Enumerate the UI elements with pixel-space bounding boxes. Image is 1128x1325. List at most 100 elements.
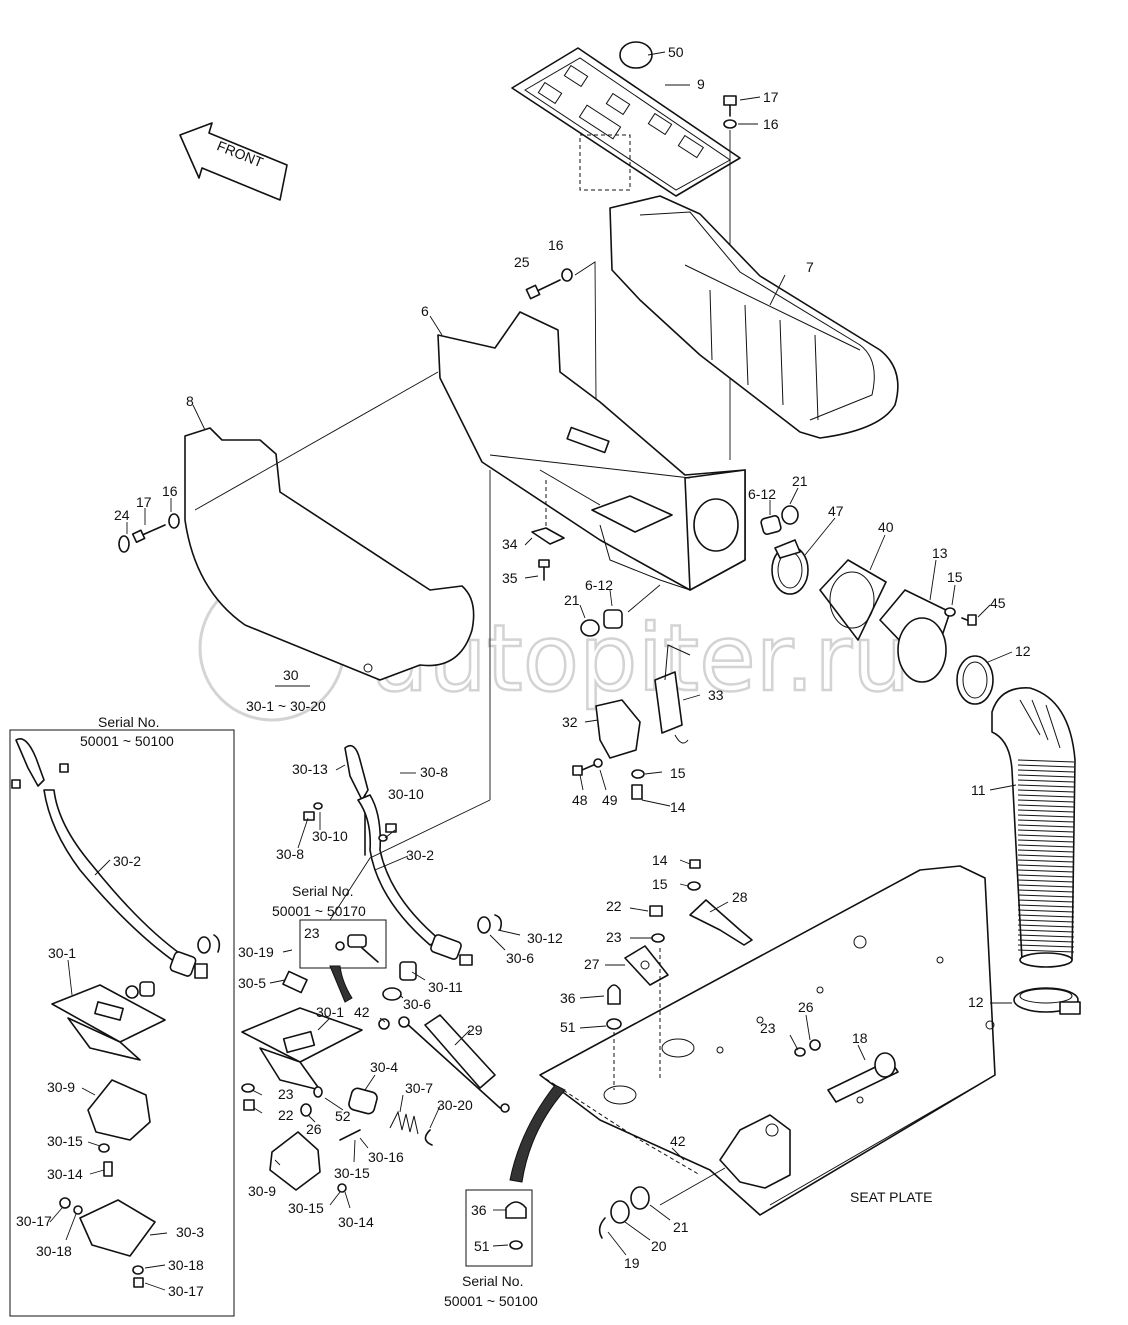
label-34: 34: [502, 536, 518, 552]
label-30-8: 30-8: [420, 764, 448, 780]
hose-rib: [1017, 904, 1075, 908]
serial-bottom-title: Serial No.: [462, 1273, 523, 1289]
label-52: 52: [335, 1108, 351, 1124]
hose-rib: [1017, 759, 1075, 763]
label-30-6: 30-6: [403, 996, 431, 1012]
label-11: 11: [971, 782, 986, 798]
label-16: 16: [162, 483, 178, 499]
hose-rib: [1017, 929, 1075, 933]
serial-mid-range: 50001 ~ 50170: [272, 903, 366, 919]
label-23: 23: [760, 1020, 776, 1036]
label-30-16: 30-16: [368, 1149, 404, 1165]
label-30-18: 30-18: [168, 1257, 204, 1273]
inset-box-23: [299, 919, 387, 969]
label-30-17: 30-17: [168, 1283, 204, 1299]
label-14: 14: [652, 852, 668, 868]
label-51: 51: [474, 1238, 490, 1254]
label-6-12: 6-12: [748, 486, 776, 502]
serial-labels: Serial No. 50001 ~ 50100 Serial No. 5000…: [80, 714, 932, 1309]
hose-rib: [1017, 899, 1075, 903]
hose-rib: [1017, 834, 1075, 838]
label-30-6: 30-6: [506, 950, 534, 966]
hinge-bracket: [659, 1039, 899, 1206]
hose-rib: [1017, 949, 1075, 953]
label-7: 7: [806, 259, 814, 275]
label-30-19: 30-19: [238, 944, 274, 960]
label-23: 23: [606, 929, 622, 945]
hose-rib: [1017, 814, 1075, 818]
label-18: 18: [852, 1030, 868, 1046]
label-30-18: 30-18: [36, 1243, 72, 1259]
label-30-14: 30-14: [338, 1214, 374, 1230]
base-plate-30-1-mid: [241, 970, 363, 1091]
label-50: 50: [668, 44, 684, 60]
switch-33: [654, 644, 691, 744]
hose-rib: [1017, 859, 1075, 863]
bolt-17-left: [118, 513, 180, 553]
serial-mid-title: Serial No.: [292, 883, 353, 899]
label-30-20: 30-20: [437, 1097, 473, 1113]
label-23: 23: [278, 1086, 294, 1102]
label-23: 23: [304, 925, 320, 941]
label-30-14: 30-14: [47, 1166, 83, 1182]
hose-clamp-12-top: [956, 655, 994, 705]
hose-rib: [1017, 809, 1075, 813]
serial-left-range: 50001 ~ 50100: [80, 733, 174, 749]
bracket-32: [595, 699, 641, 759]
label-30-8: 30-8: [276, 846, 304, 862]
serial-box-bottom: [465, 1189, 533, 1267]
hose-rib: [1017, 919, 1075, 923]
hose-rib: [1017, 864, 1075, 868]
front-direction-arrow: FRONT: [179, 122, 288, 201]
hose-rib: [1017, 819, 1075, 823]
hose-rib: [1017, 764, 1075, 768]
callout-arrow-mid: [329, 965, 353, 1003]
bolt-45: [944, 607, 977, 626]
seat-plate-label: SEAT PLATE: [850, 1189, 932, 1205]
hose-rib: [1017, 804, 1075, 808]
hose-rib: [1017, 774, 1075, 778]
label-19: 19: [624, 1255, 640, 1271]
label-30-12: 30-12: [527, 930, 563, 946]
hose-rib: [1017, 839, 1075, 843]
label-15: 15: [670, 765, 686, 781]
serial-left-title: Serial No.: [98, 714, 159, 730]
group-30-label: 30 30-1 ~ 30-20: [246, 667, 326, 714]
hose-rib: [1017, 849, 1075, 853]
label-30-1: 30-1: [316, 1004, 344, 1020]
hose-rib: [1017, 884, 1075, 888]
rod-30-2-mid: [357, 794, 502, 1001]
label-22: 22: [278, 1107, 294, 1123]
seat-plate: [539, 865, 996, 1216]
group-30-range: 30-1 ~ 30-20: [246, 698, 326, 714]
label-24: 24: [114, 507, 130, 523]
label-45: 45: [990, 595, 1006, 611]
label-13: 13: [932, 545, 948, 561]
label-30-9: 30-9: [248, 1183, 276, 1199]
label-8: 8: [186, 393, 194, 409]
hose-rib: [1017, 924, 1075, 928]
label-30-15: 30-15: [334, 1165, 370, 1181]
label-30-9: 30-9: [47, 1079, 75, 1095]
label-16: 16: [548, 237, 564, 253]
leader-lines: [49, 51, 1017, 1291]
hose-rib: [1017, 914, 1075, 918]
callout-arrow-bottom: [509, 1084, 566, 1183]
console-frame-6: [437, 311, 746, 591]
hose-rib: [1017, 889, 1075, 893]
label-9: 9: [697, 76, 705, 92]
label-40: 40: [878, 519, 894, 535]
hose-clamp-47: [771, 539, 809, 595]
panel-plate-9: [511, 41, 741, 197]
label-30-2: 30-2: [113, 853, 141, 869]
side-cover-7: [609, 195, 899, 439]
label-12: 12: [968, 994, 984, 1010]
bracket-28: [689, 899, 753, 946]
bracket-34: [531, 480, 565, 581]
label-17: 17: [136, 494, 152, 510]
label-21: 21: [673, 1219, 689, 1235]
hose-rib: [1017, 894, 1075, 898]
serial-box-left: [9, 729, 235, 1317]
label-30-1: 30-1: [48, 945, 76, 961]
hose-rib: [1017, 874, 1075, 878]
